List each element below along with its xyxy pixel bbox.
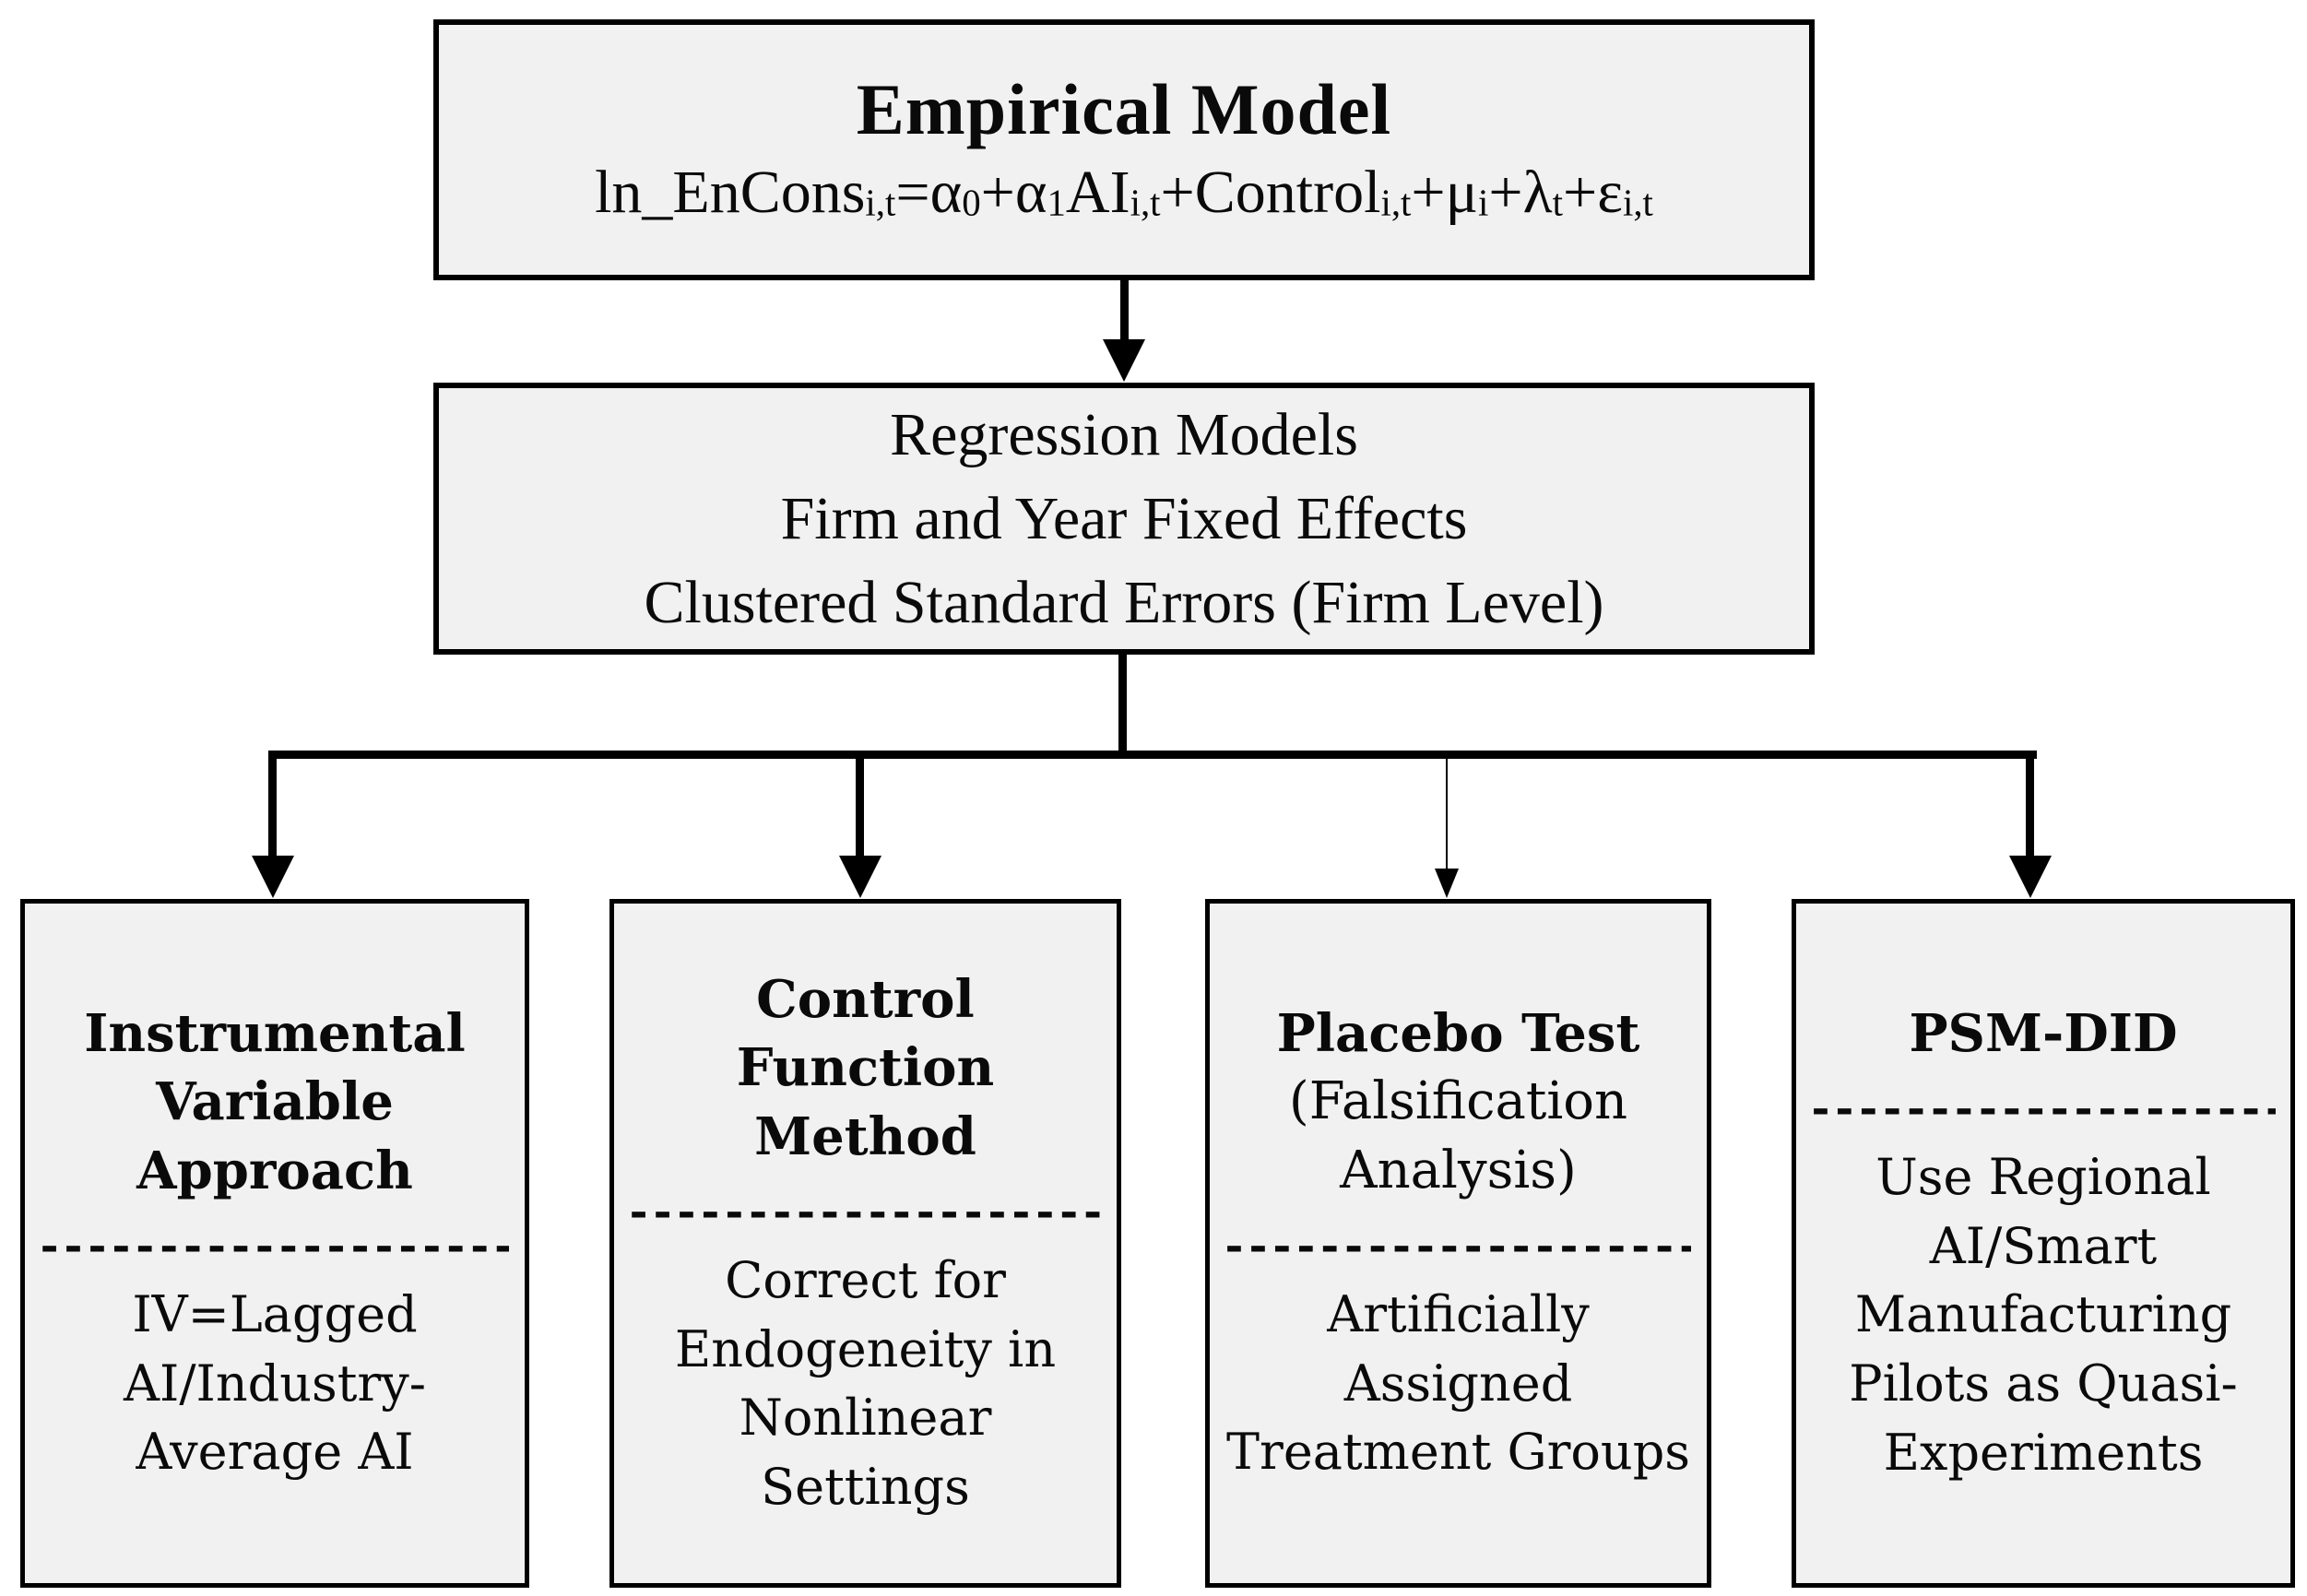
branch-title-line: Variable [156, 1071, 394, 1133]
dashed-separator: -------------------- [1811, 1086, 2276, 1131]
branch-arrow-3-head [1435, 869, 1459, 898]
branch-title-line: PSM-DID [1909, 1002, 2178, 1064]
branch-body-line: Correct for [725, 1251, 1006, 1310]
branch-arrow-4-head [2009, 856, 2052, 898]
branch-arrow-2-head [839, 856, 881, 898]
branch-body-line: Experiments [1883, 1423, 2204, 1482]
eq-seg: ln_EnCons [595, 158, 866, 226]
placebo-test-box: Placebo Test (Falsification Analysis) --… [1205, 899, 1711, 1588]
eq-sub: i,t [1380, 182, 1412, 224]
dashed-separator: -------------------- [40, 1224, 510, 1269]
eq-seg: =α [895, 158, 963, 226]
branch-arrow-1-head [252, 856, 294, 898]
branch-title-line: Approach [136, 1140, 413, 1201]
branch-subtitle-line: Analysis) [1340, 1140, 1577, 1200]
dashed-separator: -------------------- [629, 1189, 1102, 1235]
eq-seg: +μ [1411, 158, 1479, 226]
branch-title-line: Function [736, 1037, 995, 1099]
branch-body-line: Endogeneity in [674, 1319, 1057, 1378]
regression-models-box: Regression Models Firm and Year Fixed Ef… [433, 383, 1815, 655]
arrow-empirical-to-regression-line [1120, 280, 1129, 341]
arrow-empirical-to-regression-head [1103, 339, 1145, 382]
empirical-model-box: Empirical Model ln_EnConsi,t=α0+α1AIi,t+… [433, 19, 1815, 280]
instrumental-variable-box: Instrumental Variable Approach ---------… [20, 899, 529, 1588]
dashed-separator: -------------------- [1224, 1224, 1692, 1269]
eq-seg: +ε [1563, 158, 1623, 226]
empirical-model-equation: ln_EnConsi,t=α0+α1AIi,t+Controli,t+μi+λt… [595, 155, 1653, 231]
eq-sub: i,t [865, 182, 896, 224]
branch-title-line: Control [756, 968, 975, 1030]
eq-seg: AI [1065, 158, 1130, 226]
eq-seg: +λ [1488, 158, 1553, 226]
branch-body-line: Nonlinear [739, 1389, 992, 1448]
branch-body-line: IV=Lagged [132, 1285, 418, 1344]
branch-body-line: Manufacturing [1854, 1285, 2232, 1344]
branch-body-line: Use Regional [1875, 1148, 2211, 1207]
eq-sub: 1 [1047, 182, 1066, 224]
branch-body-line: Artificially [1327, 1285, 1590, 1344]
eq-sub: t [1552, 182, 1564, 224]
regression-line-2: Firm and Year Fixed Effects [780, 484, 1468, 552]
branch-body-line: Average AI [136, 1423, 414, 1482]
branch-body-line: AI/Industry- [124, 1354, 426, 1413]
branch-subtitle-line: (Falsification [1288, 1071, 1628, 1132]
connector-crossbar [268, 751, 2037, 759]
eq-seg: +Control [1160, 158, 1381, 226]
psm-did-box: PSM-DID -------------------- Use Regiona… [1792, 899, 2295, 1588]
regression-line-3: Clustered Standard Errors (Firm Level) [644, 569, 1604, 637]
branch-body-line: AI/Smart [1929, 1216, 2158, 1275]
branch-body-line: Assigned [1343, 1354, 1573, 1413]
branch-title-line: Method [754, 1105, 976, 1167]
eq-sub: 0 [962, 182, 981, 224]
branch-arrow-3-line [1446, 751, 1448, 870]
eq-sub: i,t [1622, 182, 1653, 224]
branch-arrow-2-line [856, 751, 864, 859]
regression-line-1: Regression Models [890, 400, 1358, 468]
eq-sub: i,t [1130, 182, 1161, 224]
branch-title-line: Placebo Test [1276, 1003, 1640, 1065]
branch-body-line: Pilots as Quasi- [1849, 1354, 2238, 1413]
branch-title-line: Instrumental [84, 1003, 466, 1065]
empirical-model-title: Empirical Model [856, 68, 1392, 149]
branch-body-line: Settings [761, 1457, 970, 1516]
control-function-box: Control Function Method ----------------… [609, 899, 1121, 1588]
branch-body-line: Treatment Groups [1225, 1423, 1690, 1482]
branch-arrow-4-line [2026, 751, 2034, 859]
eq-seg: +α [980, 158, 1047, 226]
connector-stem [1118, 655, 1127, 758]
branch-arrow-1-line [268, 751, 277, 859]
eq-sub: i [1478, 182, 1489, 224]
